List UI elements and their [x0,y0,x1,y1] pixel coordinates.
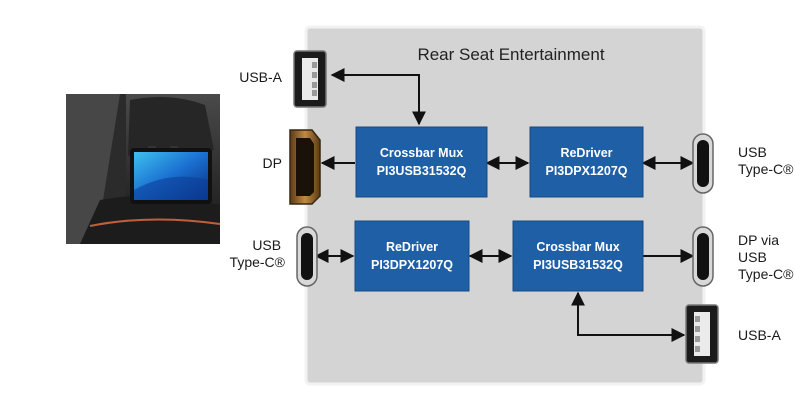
port-label-usb-c-right-top: USB Type-C® [738,144,794,177]
usb-a-connector-icon [293,50,327,108]
block-part: PI3USB31532Q [377,164,467,178]
label-line: USB [738,144,767,160]
car-rear-seat-screen-photo [66,94,221,244]
block-name: ReDriver [560,146,612,160]
usb-c-connector-icon [296,226,318,287]
block-part: PI3DPX1207Q [546,164,628,178]
block-part: PI3USB31532Q [533,258,623,272]
label-line: Type-C® [230,254,286,270]
label-line: DP via [738,232,779,248]
label-line: USB [252,237,281,253]
usb-c-connector-icon [692,133,714,194]
usb-c-connector-icon [692,226,714,287]
port-label-usb-a-bottom: USB-A [738,327,781,343]
block-name: Crossbar Mux [536,240,619,254]
usb-a-connector-icon [685,304,719,364]
label-line: USB [738,249,767,265]
port-label-dp: DP [263,155,282,171]
block-redriver-top: ReDriver PI3DPX1207Q [529,126,644,198]
arrow-usb-a-top-to-mux [330,68,426,126]
port-label-dp-via-usb-c: DP via USB Type-C® [738,232,794,282]
arrow-mux-to-usb-a-bottom [571,291,686,342]
rear-seat-panel [304,25,706,386]
connection-arrows [314,68,695,342]
block-crossbar-mux-bottom: Crossbar Mux PI3USB31532Q [512,220,644,292]
port-label-usb-c-left: USB Type-C® [230,237,286,270]
block-name: Crossbar Mux [380,146,463,160]
block-redriver-bottom: ReDriver PI3DPX1207Q [354,220,470,292]
port-label-usb-a-top: USB-A [239,69,282,85]
block-part: PI3DPX1207Q [371,258,453,272]
block-name: ReDriver [386,240,438,254]
label-line: Type-C® [738,161,794,177]
diagram-title: Rear Seat Entertainment [417,45,604,64]
displayport-connector-icon [289,129,321,205]
label-line: Type-C® [738,266,794,282]
block-crossbar-mux-top: Crossbar Mux PI3USB31532Q [355,126,488,198]
